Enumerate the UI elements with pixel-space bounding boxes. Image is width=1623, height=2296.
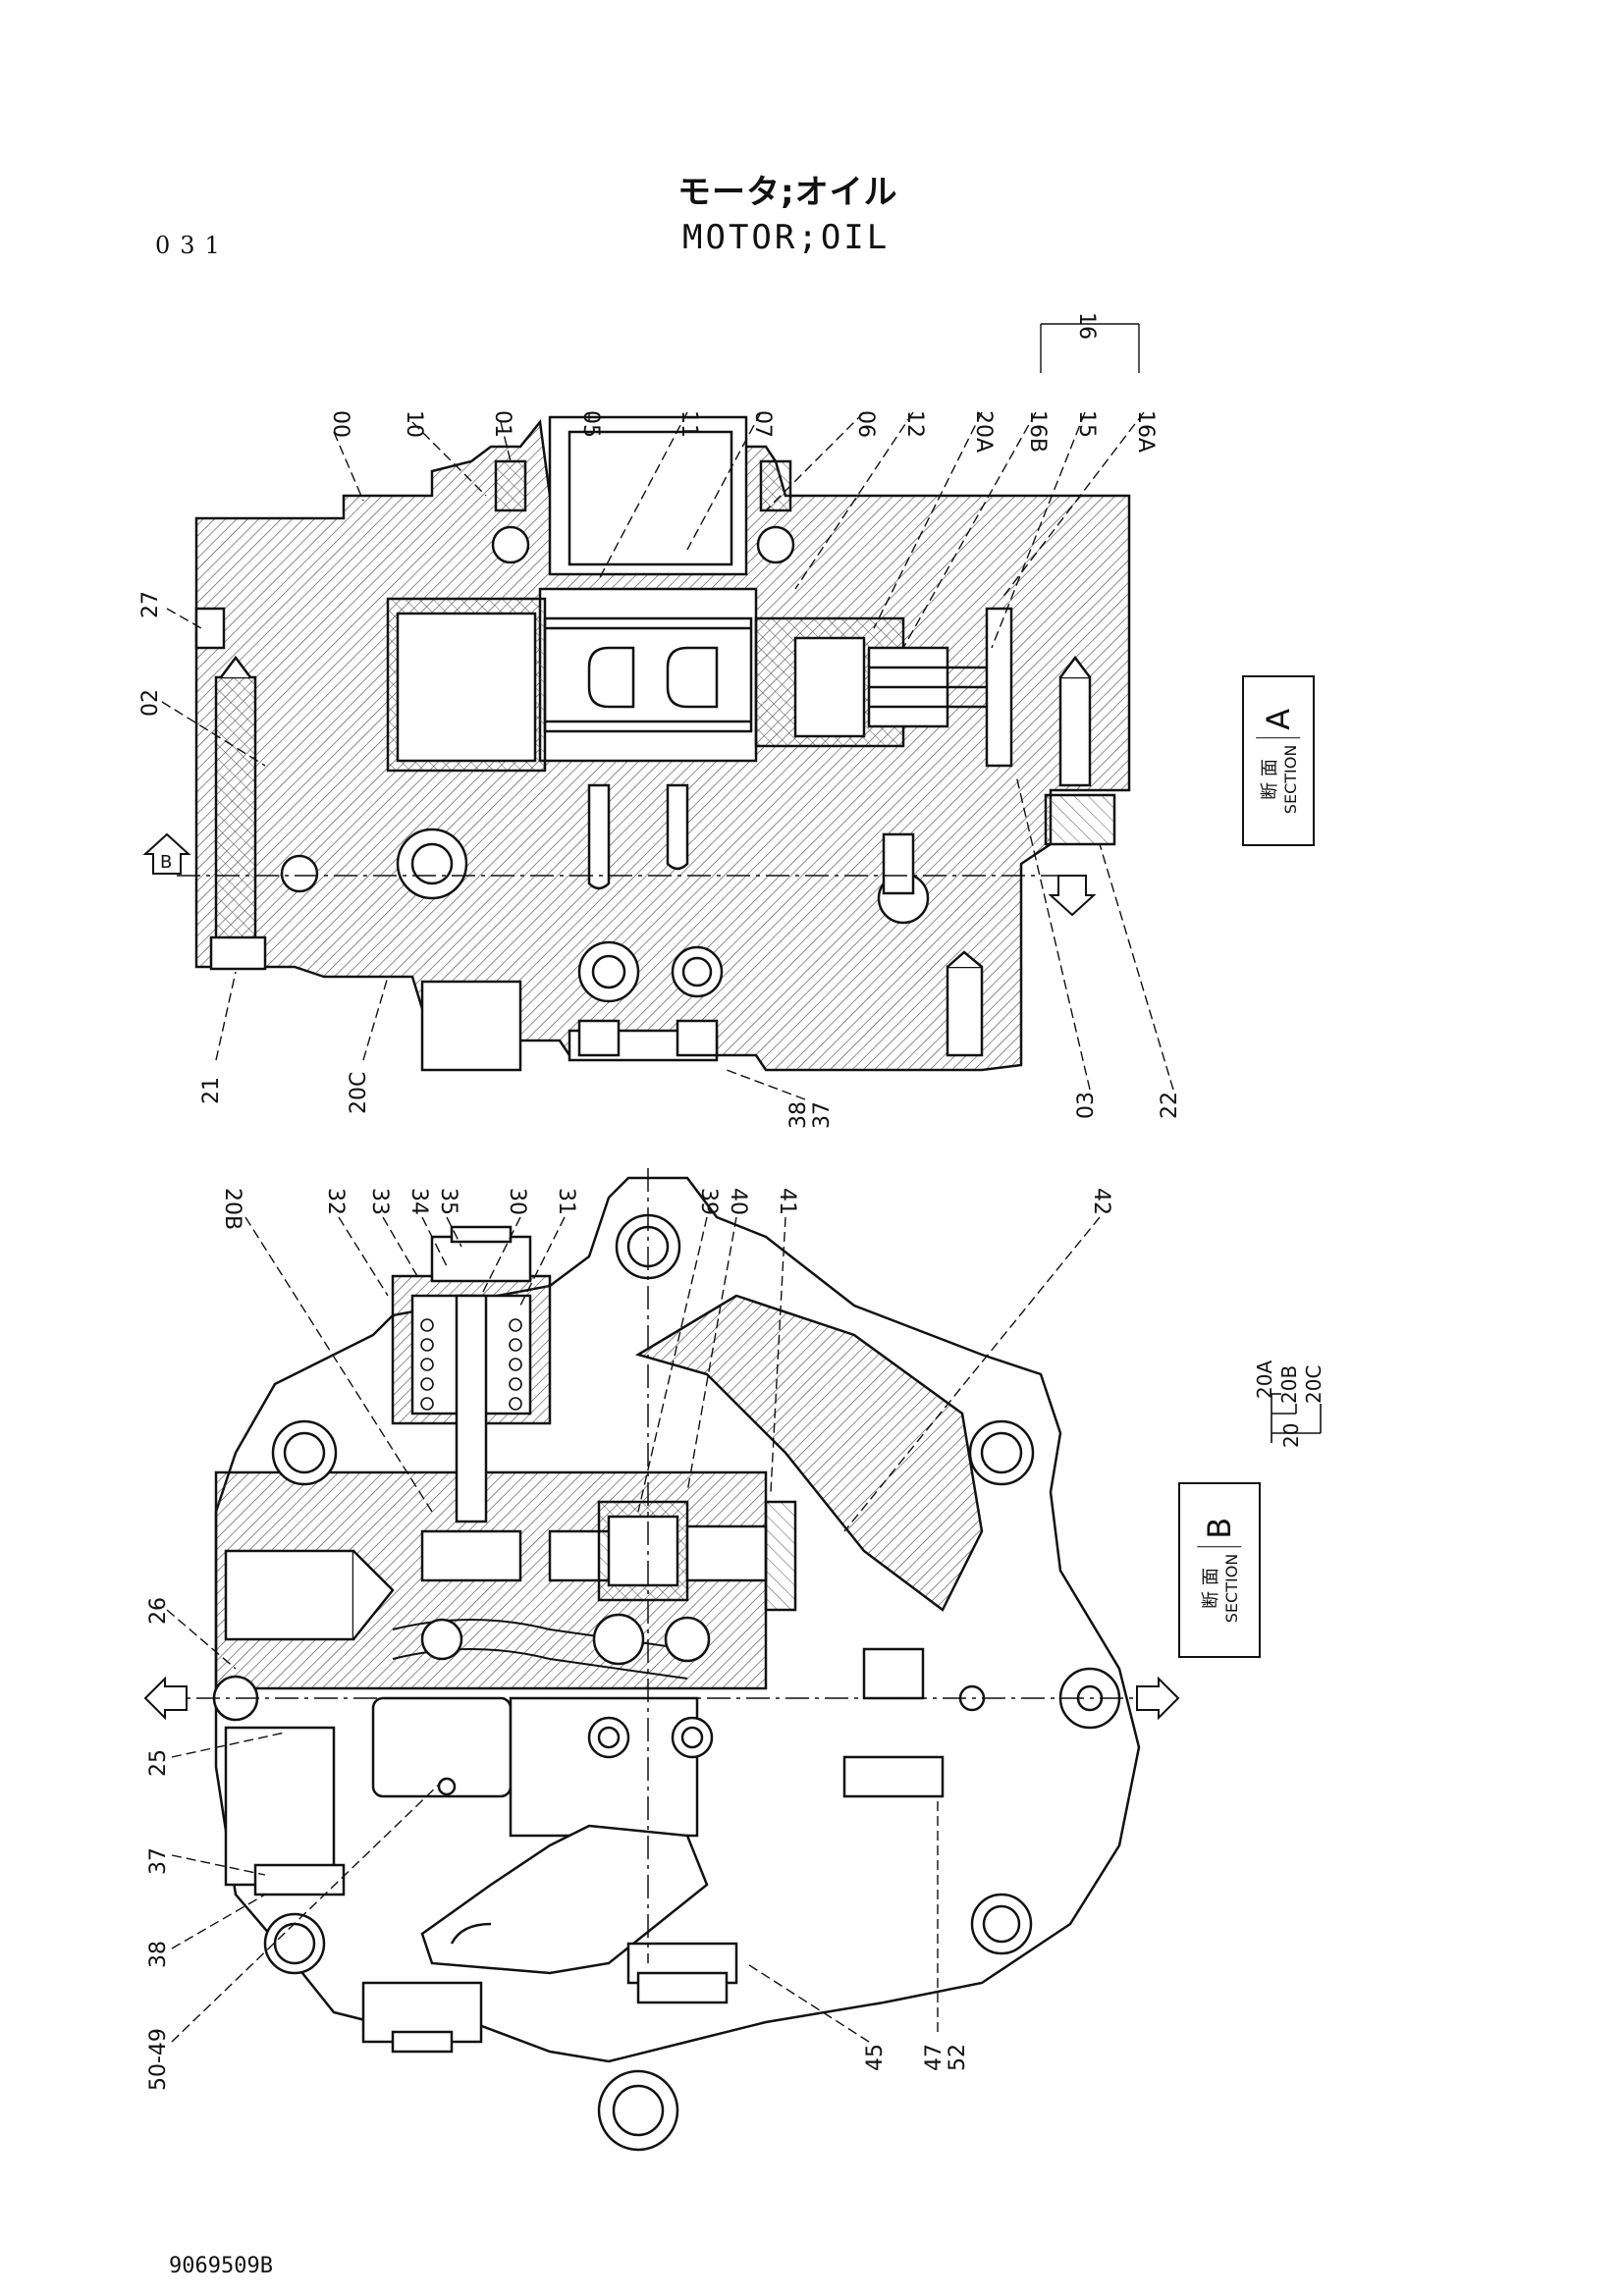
group-label-20c: 20C: [1302, 1365, 1325, 1404]
section-b-letter: B: [1201, 1517, 1239, 1539]
callout-37-top: 37: [810, 1101, 835, 1129]
callout-20c: 20C: [347, 1072, 371, 1114]
callout-07: 07: [750, 410, 775, 438]
callout-00: 00: [328, 410, 352, 438]
section-a-leader-lines: [161, 323, 1174, 1100]
section-a-arrow-left: [143, 1676, 188, 1721]
callout-52: 52: [946, 2044, 970, 2071]
group-label-20a: 20A: [1253, 1361, 1276, 1399]
callout-27: 27: [138, 591, 163, 618]
callout-26: 26: [146, 1597, 171, 1625]
page-code: 031: [155, 232, 230, 259]
section-a-letter: A: [1260, 708, 1298, 730]
section-b-label-jp: 断 面: [1201, 1568, 1222, 1609]
group-label-20b: 20B: [1277, 1365, 1301, 1404]
section-b-label-box: 断 面 SECTION B: [1178, 1482, 1261, 1658]
callout-03: 03: [1074, 1092, 1099, 1119]
callout-42: 42: [1089, 1188, 1113, 1215]
callout-25: 25: [146, 1749, 171, 1777]
section-b-leader-lines: [166, 1216, 1101, 2043]
callout-21: 21: [199, 1077, 224, 1104]
callout-35: 35: [436, 1188, 460, 1215]
callout-32: 32: [323, 1188, 348, 1215]
callout-33: 33: [367, 1188, 392, 1215]
callout-50-49: 50-49: [146, 2028, 171, 2091]
section-a-label-jp: 断 面: [1260, 758, 1281, 800]
title-japanese: モータ;オイル: [677, 173, 898, 212]
callout-10: 10: [402, 410, 426, 438]
callout-16b: 16B: [1025, 410, 1050, 453]
callout-38-bottom: 38: [146, 1941, 171, 1968]
callout-20b: 20B: [220, 1188, 244, 1230]
callout-06: 06: [853, 410, 878, 438]
section-b-arrow-right: [1048, 875, 1097, 917]
callout-47: 47: [922, 2044, 947, 2071]
section-a-label-en: SECTION: [1281, 744, 1301, 814]
callout-34: 34: [406, 1188, 431, 1215]
callout-39: 39: [696, 1188, 721, 1215]
callout-31: 31: [554, 1188, 578, 1215]
callout-05: 05: [578, 410, 603, 438]
section-a-arrow-right: [1136, 1676, 1180, 1721]
section-b-arrow-left: B: [142, 832, 191, 875]
callout-40: 40: [726, 1188, 750, 1215]
callout-16: 16: [1074, 312, 1099, 340]
section-a-label-box: 断 面 SECTION A: [1242, 675, 1315, 846]
callout-20a-top: 20A: [971, 410, 996, 453]
callout-37-bottom: 37: [146, 1847, 171, 1875]
callout-01: 01: [490, 410, 514, 438]
group-label-20: 20: [1279, 1423, 1303, 1448]
section-a-callouts: 00 10 01 05 11 07 06 12 20A 16B 15 16A 1…: [138, 312, 1182, 1129]
group-20-labels: 20 20A 20B 20C: [1253, 1361, 1325, 1448]
group-20-tree: [1271, 1393, 1322, 1443]
section-b-callouts: 20B 32 33 34 35 30 31 39 40 41 42 26 25 …: [146, 1188, 1113, 2091]
section-b-view: [157, 1168, 1159, 2152]
callout-16a: 16A: [1133, 410, 1158, 453]
title-english: MOTOR;OIL: [682, 218, 891, 257]
callout-11: 11: [676, 410, 701, 438]
arrow-letter-b: B: [160, 852, 172, 873]
section-b-label-en: SECTION: [1222, 1553, 1242, 1624]
callout-30: 30: [505, 1188, 529, 1215]
drawing-number: 9069509B: [169, 2254, 273, 2278]
callout-22: 22: [1158, 1092, 1182, 1119]
section-a-view: [177, 415, 1131, 1072]
callout-15: 15: [1074, 410, 1099, 438]
callout-12: 12: [902, 410, 927, 438]
callout-02: 02: [138, 689, 163, 717]
callout-45: 45: [863, 2044, 888, 2071]
callout-38-top: 38: [786, 1101, 811, 1129]
callout-41: 41: [775, 1188, 799, 1215]
